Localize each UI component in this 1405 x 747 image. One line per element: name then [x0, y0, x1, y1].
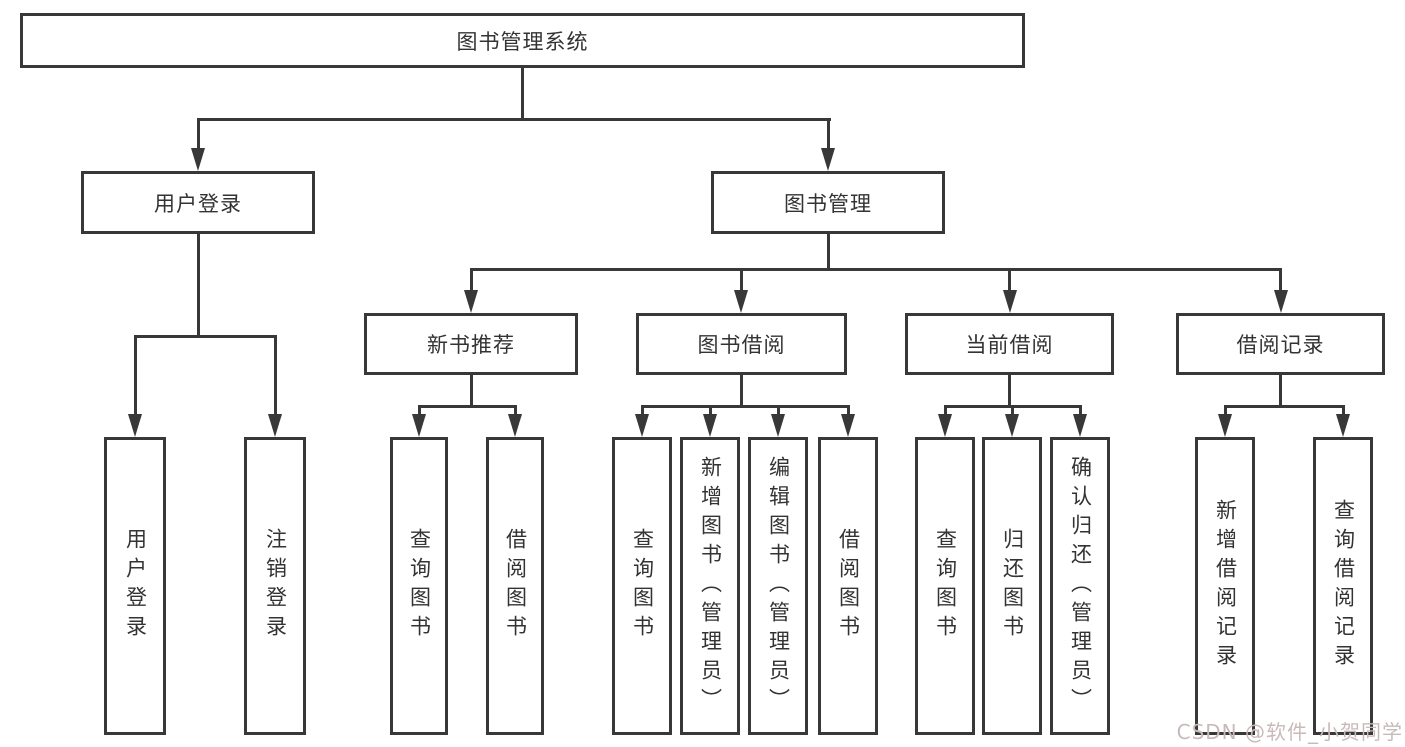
connector-bookborrow-hline: [640, 405, 850, 408]
connector-userlogin-hline: [133, 335, 277, 338]
connector-borrowrecords-vline: [1279, 375, 1282, 405]
arrow-down-icon: [1002, 290, 1017, 313]
arrow-down-icon: [703, 414, 717, 437]
connector-stub: [776, 405, 780, 417]
leaf-confirm-return-admin: 确认归还（管理员）: [1050, 437, 1110, 735]
node-user-login: 用户登录: [81, 171, 315, 234]
leaf-user-login: 用户登录: [104, 437, 166, 735]
connector-stub: [708, 405, 712, 417]
node-current-borrow: 当前借阅: [905, 313, 1114, 375]
connector-stub: [1223, 405, 1227, 417]
connector-stub: [133, 335, 137, 415]
arrow-down-icon: [1073, 414, 1087, 437]
arrow-down-icon: [508, 414, 522, 437]
leaf-query-books-current: 查询图书: [915, 437, 975, 735]
connector-borrowrecords-hline: [1223, 405, 1345, 408]
node-book-mgmt: 图书管理: [711, 171, 945, 234]
arrow-down-icon: [734, 290, 748, 313]
connector-bookmgmt-hline: [469, 268, 1282, 271]
connector-root-vline: [520, 68, 524, 118]
connector-stub: [273, 335, 277, 415]
arrow-down-icon: [1336, 414, 1350, 437]
csdn-watermark: CSDN @软件_小贺同学: [1176, 720, 1403, 744]
leaf-add-borrow-record: 新增借阅记录: [1195, 437, 1255, 735]
leaf-logout: 注销登录: [244, 437, 306, 735]
connector-stub: [417, 405, 421, 417]
connector-stub: [1008, 268, 1011, 292]
arrow-down-icon: [464, 290, 478, 313]
connector-stub: [846, 405, 850, 417]
leaf-query-borrow-record: 查询借阅记录: [1313, 437, 1373, 735]
node-new-books: 新书推荐: [364, 313, 578, 375]
arrow-down-icon: [841, 414, 855, 437]
connector-stub: [739, 268, 743, 292]
connector-bookborrow-vline: [740, 375, 743, 405]
arrow-down-icon: [821, 148, 835, 171]
connector-newbooks-vline: [469, 375, 473, 405]
connector-stub: [1010, 405, 1014, 417]
leaf-query-books-borrow: 查询图书: [612, 437, 672, 735]
arrow-down-icon: [268, 414, 282, 437]
arrow-down-icon: [1005, 414, 1019, 437]
connector-newbooks-hline: [417, 405, 517, 408]
arrow-down-icon: [412, 414, 426, 437]
node-root: 图书管理系统: [20, 13, 1025, 68]
connector-stub: [1279, 268, 1282, 292]
node-borrow-records: 借阅记录: [1176, 313, 1385, 375]
connector-root-hline: [196, 118, 831, 121]
arrow-down-icon: [635, 414, 649, 437]
leaf-borrow-books-newbooks: 借阅图书: [486, 437, 544, 735]
connector-currentborrow-vline: [1008, 375, 1011, 405]
arrow-down-icon: [938, 414, 952, 437]
leaf-query-books-newbooks: 查询图书: [390, 437, 448, 735]
connector-stub: [469, 268, 473, 292]
leaf-edit-books-admin: 编辑图书（管理员）: [748, 437, 808, 735]
connector-stub: [1078, 405, 1082, 417]
arrow-down-icon: [1273, 290, 1288, 313]
connector-stub: [513, 405, 517, 417]
connector-stub: [640, 405, 644, 417]
arrow-down-icon: [1218, 414, 1232, 437]
connector-stub: [943, 405, 947, 417]
leaf-borrow-books-borrow: 借阅图书: [818, 437, 878, 735]
leaf-add-books-admin: 新增图书（管理员）: [680, 437, 740, 735]
node-book-borrow: 图书借阅: [636, 313, 847, 375]
arrow-down-icon: [128, 414, 142, 437]
connector-stub: [1341, 405, 1345, 417]
connector-stub: [826, 118, 830, 151]
leaf-return-books: 归还图书: [982, 437, 1042, 735]
connector-bookmgmt-vline: [826, 234, 830, 268]
connector-stub: [196, 118, 200, 151]
connector-userlogin-vline: [196, 234, 200, 335]
arrow-down-icon: [771, 414, 785, 437]
arrow-down-icon: [191, 148, 205, 171]
